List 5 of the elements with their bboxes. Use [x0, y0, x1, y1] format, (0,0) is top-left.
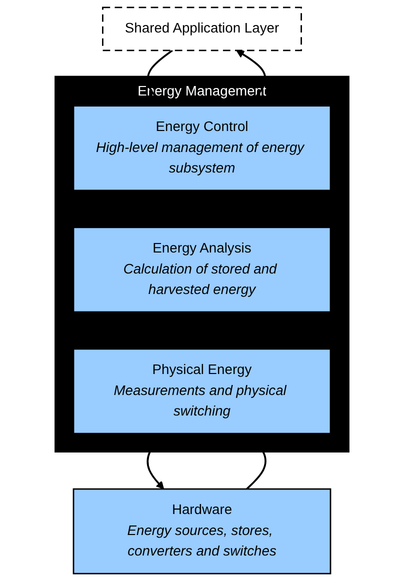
- node-box: Physical Energy Measurements and physical switching: [72, 348, 332, 434]
- node-box: Energy Control High-level management of energy subsystem: [72, 105, 332, 192]
- node-box: Hardware Energy sources, stores, converters and switches: [72, 488, 332, 574]
- node-box: Energy Analysis Calculation of stored and harvested energy: [72, 226, 332, 313]
- node-box: Shared Application Layer: [102, 6, 302, 52]
